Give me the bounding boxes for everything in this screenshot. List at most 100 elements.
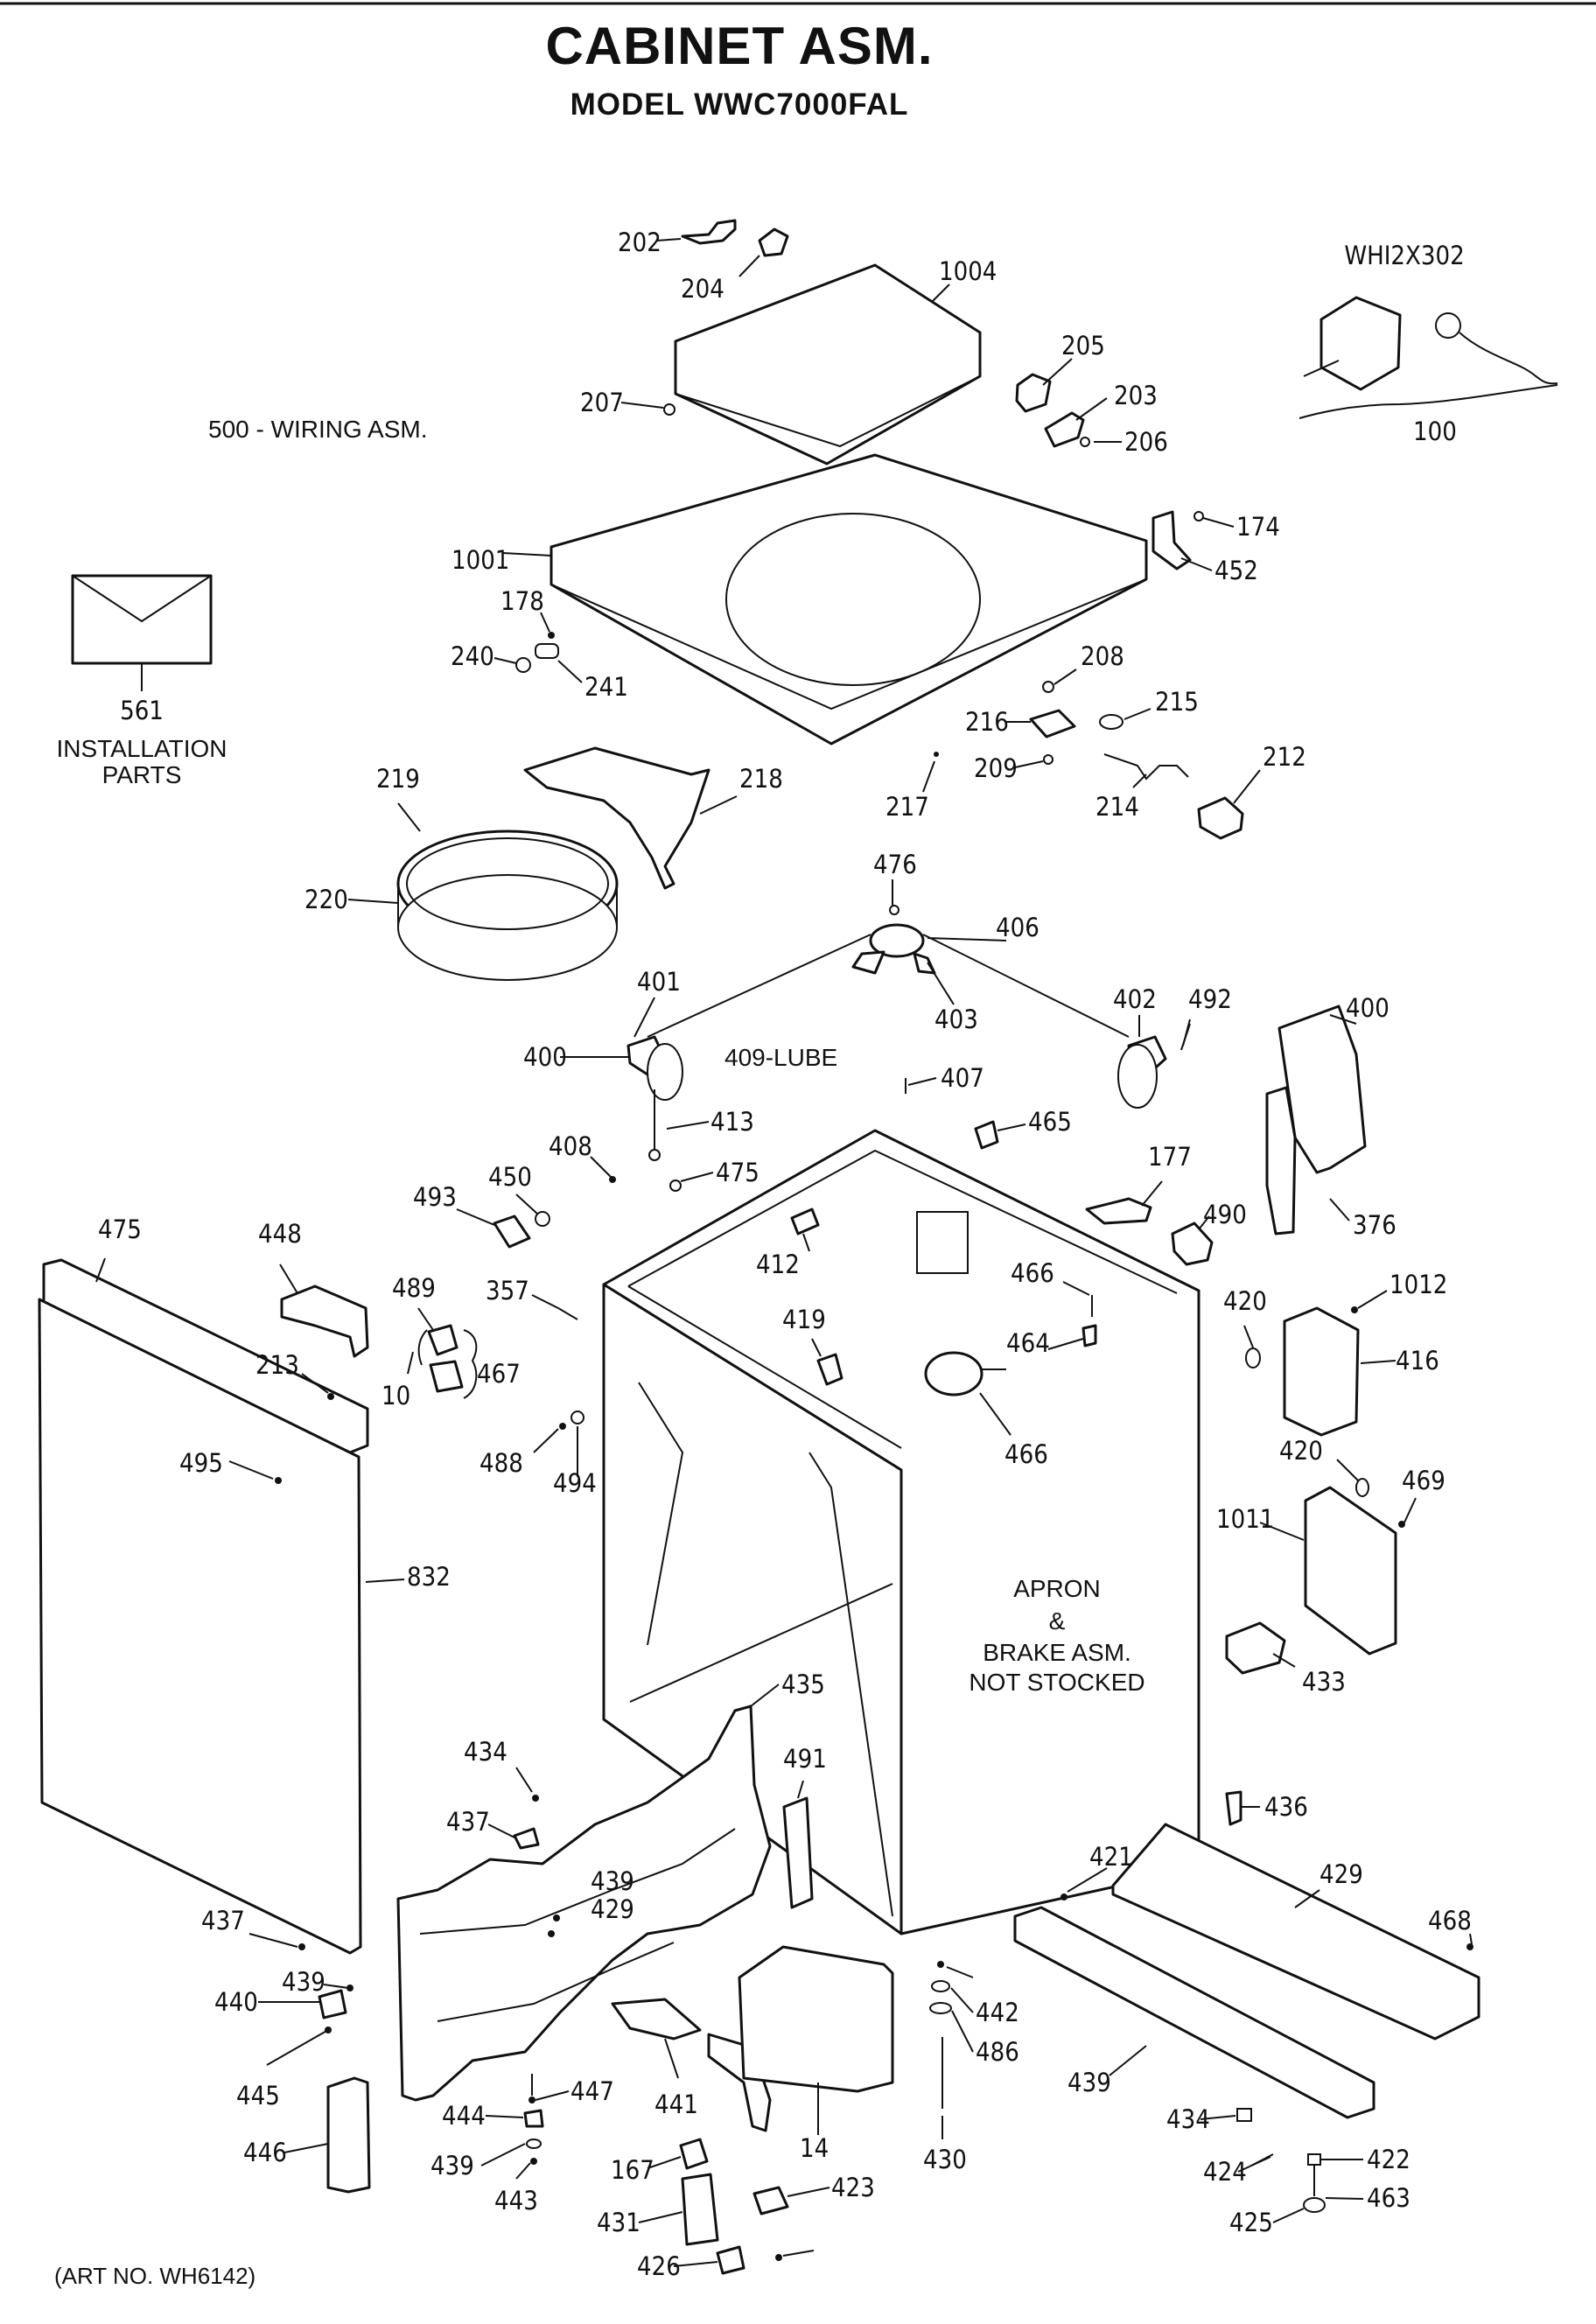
callout-label: 429	[591, 1894, 634, 1924]
bracket-part	[1152, 510, 1192, 570]
callout-label: 357	[486, 1276, 529, 1306]
callout-label: 439	[282, 1967, 326, 1997]
callout-label: 419	[782, 1305, 826, 1334]
motor-cover-part	[738, 1945, 894, 2093]
pulley-assembly-part	[851, 905, 936, 975]
callout-label: 100	[1413, 416, 1457, 446]
apron-note-line4: NOT STOCKED	[969, 1669, 1144, 1696]
callout-label: 464	[1006, 1328, 1050, 1358]
bumper-small-part	[663, 403, 676, 416]
callout-label: 167	[611, 2155, 654, 2185]
front-panel-part	[38, 1298, 362, 1955]
callout-label: 439	[430, 2151, 474, 2180]
callout-label: 400	[523, 1042, 567, 1072]
bracket-part	[280, 1284, 369, 1358]
clip-part	[816, 1353, 844, 1386]
timer-motor-part	[1298, 296, 1558, 419]
callout-label: 202	[618, 228, 662, 257]
bracket-part	[1225, 1790, 1242, 1826]
lid-bumper-part	[758, 228, 789, 257]
tub-ring-part	[396, 830, 619, 981]
callout-label: 212	[1263, 742, 1306, 772]
callout-label: 475	[716, 1158, 760, 1187]
top-cover-part	[550, 453, 1148, 746]
callout-label: 832	[407, 1562, 451, 1592]
model-number: MODEL WWC7000FAL	[570, 88, 909, 122]
callout-label: 413	[710, 1107, 754, 1137]
callout-label: 216	[965, 707, 1009, 737]
switch-part	[1171, 1222, 1214, 1266]
cable-right	[922, 934, 1130, 1038]
nut-part	[1245, 1348, 1261, 1368]
clip-part	[790, 1208, 820, 1236]
callout-label: 450	[488, 1162, 532, 1192]
art-number: (ART NO. WH6142)	[54, 2263, 256, 2289]
callout-label: 466	[1004, 1439, 1048, 1469]
brace-416	[463, 1329, 478, 1399]
callout-label: 466	[1011, 1258, 1054, 1288]
callout-label: 206	[1124, 427, 1168, 457]
spring-wire-part	[1103, 753, 1189, 780]
callout-label: 421	[1089, 1842, 1133, 1872]
bracket-part	[1029, 709, 1076, 738]
callout-label: 443	[494, 2186, 538, 2216]
callout-label: 402	[1113, 984, 1157, 1014]
callout-label: 177	[1148, 1142, 1192, 1172]
apron-note-line1: APRON	[1013, 1575, 1101, 1602]
callout-label: 416	[1396, 1346, 1439, 1376]
leader-lines	[95, 238, 1473, 2267]
callout-label: 490	[1203, 1200, 1247, 1229]
rear-rail-part	[1111, 1823, 1480, 2040]
callout-label: 403	[934, 1004, 978, 1034]
callout-label: 468	[1428, 1906, 1472, 1936]
callout-label: 1012	[1390, 1270, 1447, 1299]
callout-label: 204	[681, 274, 724, 304]
callout-label: 215	[1155, 687, 1199, 717]
timer-part-number: WHI2X302	[1344, 241, 1464, 270]
callout-label: 213	[256, 1350, 299, 1380]
callout-label: 444	[442, 2101, 486, 2131]
callout-label: 1011	[1216, 1504, 1274, 1534]
callout-label: 220	[304, 885, 348, 914]
callout-label: 489	[392, 1273, 436, 1303]
motor-bracket-part	[1283, 1306, 1360, 1437]
callout-label: 217	[886, 792, 929, 822]
callout-label: 14	[800, 2133, 829, 2163]
callout-label: 10	[382, 1381, 410, 1410]
callout-label: 401	[637, 967, 681, 997]
callout-label: 420	[1279, 1436, 1323, 1466]
callout-label: 446	[243, 2138, 287, 2167]
callout-label: 407	[941, 1063, 984, 1093]
page-title: CABINET ASM.	[545, 17, 934, 75]
switch-actuator-part	[1015, 373, 1052, 413]
callout-label: 469	[1402, 1466, 1446, 1495]
brace-213	[417, 1329, 428, 1366]
callout-label: 452	[1214, 556, 1258, 585]
screw-part	[1194, 511, 1204, 522]
back-bracket-side-part	[1265, 1086, 1297, 1236]
callout-label: 463	[1367, 2183, 1410, 2213]
nut-part	[1355, 1478, 1369, 1497]
callout-label: 219	[376, 764, 420, 794]
bushing-part	[1082, 1324, 1097, 1348]
callout-label: 1001	[452, 545, 509, 575]
callout-label: 486	[976, 2037, 1019, 2067]
callout-label: 412	[756, 1250, 800, 1279]
callout-label: 420	[1223, 1286, 1267, 1316]
apron-note-line2: &	[1049, 1607, 1066, 1634]
bracket-part	[493, 1214, 531, 1249]
callout-label: 440	[214, 1987, 258, 2017]
apron-note-line3: BRAKE ASM.	[983, 1639, 1131, 1666]
callout-label: 429	[1320, 1859, 1363, 1889]
callout-label: 448	[258, 1219, 302, 1249]
callout-label: 434	[464, 1737, 508, 1767]
callout-label: 203	[1114, 381, 1158, 410]
callout-label: 241	[584, 672, 628, 702]
cable-left	[647, 934, 872, 1038]
callout-label: 400	[1346, 993, 1390, 1023]
callout-label: 439	[1068, 2068, 1111, 2097]
installation-label-line1: INSTALLATION	[56, 735, 227, 762]
corner-pulley-right-part	[1117, 1035, 1167, 1109]
